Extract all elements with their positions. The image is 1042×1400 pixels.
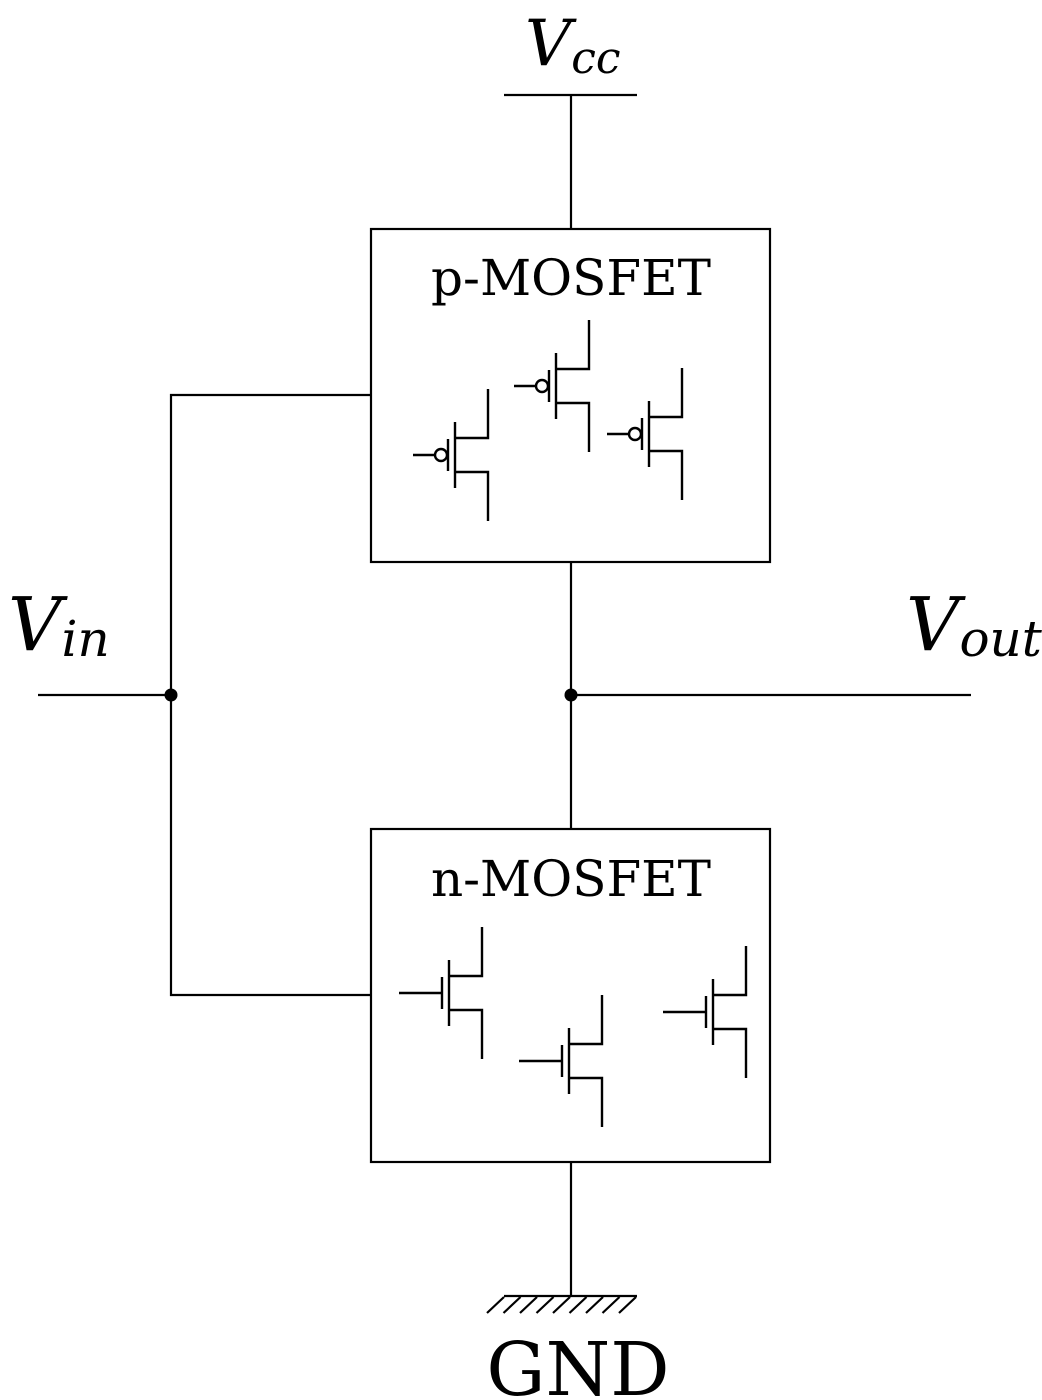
vout-label: Vout bbox=[906, 582, 1042, 668]
ground-symbol: GND bbox=[486, 1294, 670, 1400]
output-node bbox=[564, 688, 578, 702]
pmos-transistor-icon bbox=[413, 389, 490, 521]
nmos-transistors bbox=[399, 927, 748, 1127]
pmos-transistors bbox=[413, 320, 684, 521]
ground-hatch-line bbox=[502, 1296, 522, 1314]
nmos-block: n-MOSFET bbox=[369, 827, 772, 1164]
ground-hatch-line bbox=[568, 1296, 588, 1314]
vin-label: Vin bbox=[8, 582, 110, 668]
pmos-block: p-MOSFET bbox=[369, 227, 772, 564]
ground-hatch-line bbox=[519, 1296, 538, 1314]
ground-hatch-line bbox=[486, 1296, 505, 1314]
vcc-terminal: Vcc bbox=[504, 7, 637, 97]
input-bus-wire bbox=[169, 393, 371, 997]
nmos-transistor-icon bbox=[399, 927, 484, 1059]
pmos-transistor-icon bbox=[514, 320, 591, 452]
pmos-block-label: p-MOSFET bbox=[431, 249, 711, 307]
ground-hatch bbox=[486, 1296, 637, 1314]
nmos-transistor-icon bbox=[663, 946, 748, 1078]
nmos-transistor-icon bbox=[519, 995, 604, 1127]
ground-hatch-line bbox=[601, 1296, 621, 1314]
pmos-transistor-icon bbox=[607, 368, 684, 500]
ground-hatch-line bbox=[585, 1296, 604, 1314]
ground-hatch-line bbox=[535, 1296, 555, 1314]
gnd-label: GND bbox=[486, 1327, 669, 1400]
ground-hatch-line bbox=[552, 1296, 571, 1314]
ground-hatch-line bbox=[618, 1296, 637, 1314]
nmos-block-label: n-MOSFET bbox=[431, 850, 711, 908]
output-terminal: Vout bbox=[571, 582, 1042, 697]
input-node bbox=[164, 688, 178, 702]
input-terminal: Vin bbox=[8, 582, 171, 697]
vcc-label: Vcc bbox=[525, 7, 621, 84]
